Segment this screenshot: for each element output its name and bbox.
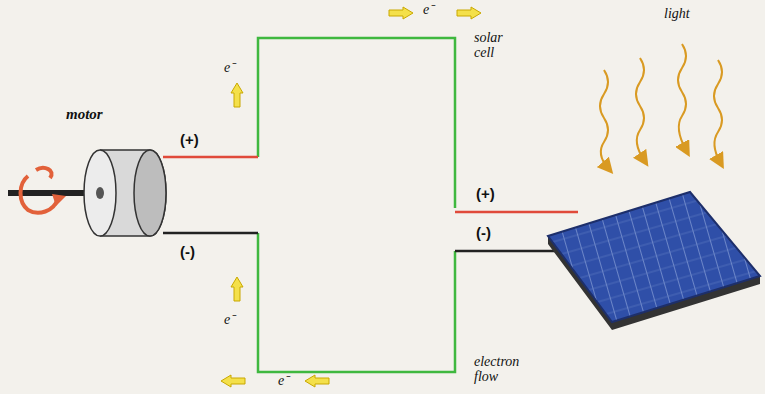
negative-lead bbox=[455, 250, 560, 253]
positive-lead bbox=[163, 156, 258, 159]
polarity-sign: (-) bbox=[476, 225, 491, 242]
electron-label: e⁻ bbox=[224, 312, 235, 327]
component-name: solar cell bbox=[474, 30, 518, 61]
motor-illustration bbox=[8, 150, 166, 236]
polarity-sign: (-) bbox=[180, 244, 195, 261]
polarity-sign: (+) bbox=[180, 132, 199, 149]
polarity-sign: (+) bbox=[476, 186, 495, 203]
light-rays bbox=[600, 44, 722, 168]
electron-label: e⁻ bbox=[224, 60, 235, 75]
circuit-wire bbox=[258, 38, 455, 372]
electron-label: e⁻ bbox=[278, 373, 289, 388]
solar-panel-illustration bbox=[548, 192, 760, 330]
negative-lead bbox=[163, 232, 258, 235]
flow-label: electron flow bbox=[474, 354, 534, 385]
flow-arrows bbox=[221, 7, 481, 387]
electron-label: e⁻ bbox=[423, 2, 434, 17]
component-name: motor bbox=[66, 106, 103, 123]
positive-lead bbox=[455, 211, 578, 214]
light-label: light bbox=[664, 6, 690, 21]
